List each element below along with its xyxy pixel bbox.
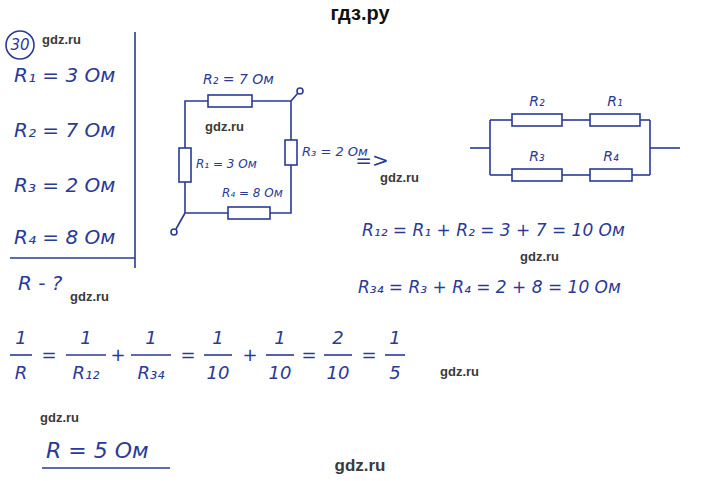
unknown-value: R - ? xyxy=(18,272,62,294)
equivalence-arrow: => xyxy=(355,149,389,171)
resistor-label: R₃ xyxy=(529,149,544,164)
resistor-symbol xyxy=(512,114,562,126)
fraction-part: 2 xyxy=(332,328,343,348)
given-value: R₂ = 7 Ом xyxy=(14,119,115,141)
resistor-symbol xyxy=(228,207,270,219)
resistor-symbol xyxy=(285,140,297,165)
fraction-part: 1 xyxy=(212,328,223,348)
resistor-label: R₄ = 8 Ом xyxy=(222,187,283,200)
given-value: R₄ = 8 Ом xyxy=(14,226,115,248)
resistor-label: R₄ xyxy=(603,149,618,164)
given-value: R₁ = 3 Ом xyxy=(14,64,115,86)
fraction-part: 1 xyxy=(274,328,285,348)
watermark: gdz.ru xyxy=(205,120,244,134)
resistor-label: R₁ = 3 Ом xyxy=(196,158,257,171)
operator: = xyxy=(180,345,195,365)
resistor-symbol xyxy=(590,169,632,181)
answer: R = 5 Ом xyxy=(46,439,149,463)
fraction-part: 5 xyxy=(389,363,400,383)
watermark: gdz.ru xyxy=(40,411,79,425)
separator-line xyxy=(134,32,136,268)
fraction-part: 10 xyxy=(207,363,230,383)
equation: R₃₄ = R₃ + R₄ = 2 + 8 = 10 Ом xyxy=(358,278,621,297)
fraction-part: 1 xyxy=(389,328,400,348)
resistor-label: R₂ = 7 Ом xyxy=(203,72,274,87)
operator: = xyxy=(301,345,316,365)
given-value: R₃ = 2 Ом xyxy=(14,174,115,196)
operator: + xyxy=(110,345,125,365)
resistor-symbol xyxy=(590,114,640,126)
separator-line xyxy=(10,257,135,259)
operator: + xyxy=(242,345,257,365)
resistor-label: R₁ xyxy=(607,94,622,109)
fraction-part: R₁₂ xyxy=(73,363,100,383)
fraction-part: 1 xyxy=(15,328,26,348)
problem-number: 30 xyxy=(10,37,29,54)
operator: = xyxy=(41,345,56,365)
terminal xyxy=(171,229,177,235)
watermark: gdz.ru xyxy=(70,290,109,304)
fraction-part: 10 xyxy=(327,363,350,383)
circuit-wires xyxy=(176,93,298,229)
circuit-wires xyxy=(470,120,680,175)
answer-underline xyxy=(42,467,170,469)
watermark: gdz.ru xyxy=(520,250,559,264)
resistor-symbol xyxy=(208,95,252,107)
terminal xyxy=(297,88,303,94)
resistor-label: R₂ xyxy=(529,94,544,109)
fraction-part: 1 xyxy=(80,328,91,348)
watermark: gdz.ru xyxy=(380,171,419,185)
watermark: gdz.ru xyxy=(42,33,81,47)
equation: R₁₂ = R₁ + R₂ = 3 + 7 = 10 Ом xyxy=(362,221,625,240)
watermark: gdz.ru xyxy=(440,365,479,379)
fraction-part: 1 xyxy=(145,328,156,348)
fraction-part: R xyxy=(15,363,28,383)
resistor-symbol xyxy=(179,148,191,182)
resistor-symbol xyxy=(512,169,562,181)
number-circle xyxy=(6,31,34,59)
watermark: gdz.ru xyxy=(335,457,386,476)
operator: = xyxy=(361,345,376,365)
fraction-part: R₃₄ xyxy=(138,363,165,383)
fraction-bar xyxy=(10,354,405,356)
fraction-part: 10 xyxy=(269,363,292,383)
site-header: гдз.ру xyxy=(330,2,389,24)
